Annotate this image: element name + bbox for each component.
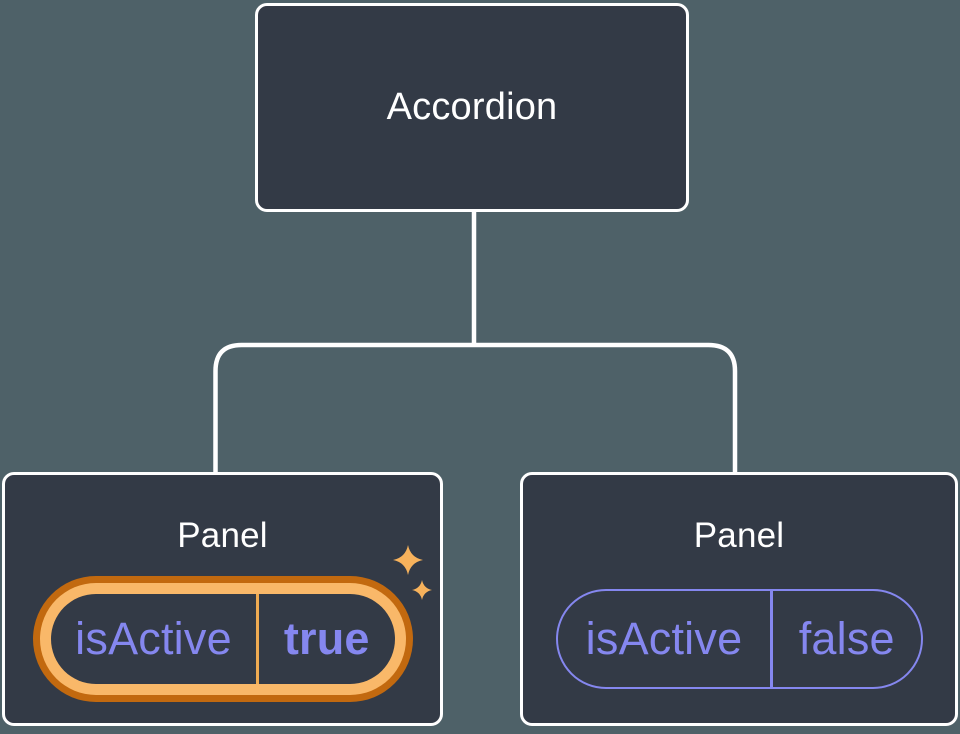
- sparkles-icon: [393, 545, 432, 600]
- state-value-label: true: [283, 613, 370, 664]
- root-component-label: Accordion: [386, 86, 558, 128]
- root-component-node: Accordion: [255, 3, 689, 212]
- pill-divider: [256, 594, 259, 684]
- state-pill-active-core: isActive true: [51, 594, 395, 684]
- state-name-label: isActive: [585, 613, 743, 664]
- child-component-label: Panel: [177, 516, 268, 555]
- state-name-label: isActive: [75, 613, 232, 664]
- state-pill-active: isActive true: [33, 576, 413, 702]
- child-component-node-active: Panel isActive true: [2, 472, 443, 726]
- connector-branch-bracket: [213, 342, 738, 474]
- state-pill-active-ring: isActive true: [40, 583, 406, 695]
- child-component-label: Panel: [693, 516, 785, 555]
- state-value-label: false: [798, 613, 895, 664]
- state-pill-inactive: isActive false: [556, 589, 923, 689]
- pill-divider: [770, 591, 773, 687]
- child-component-node-inactive: Panel isActive false: [520, 472, 958, 726]
